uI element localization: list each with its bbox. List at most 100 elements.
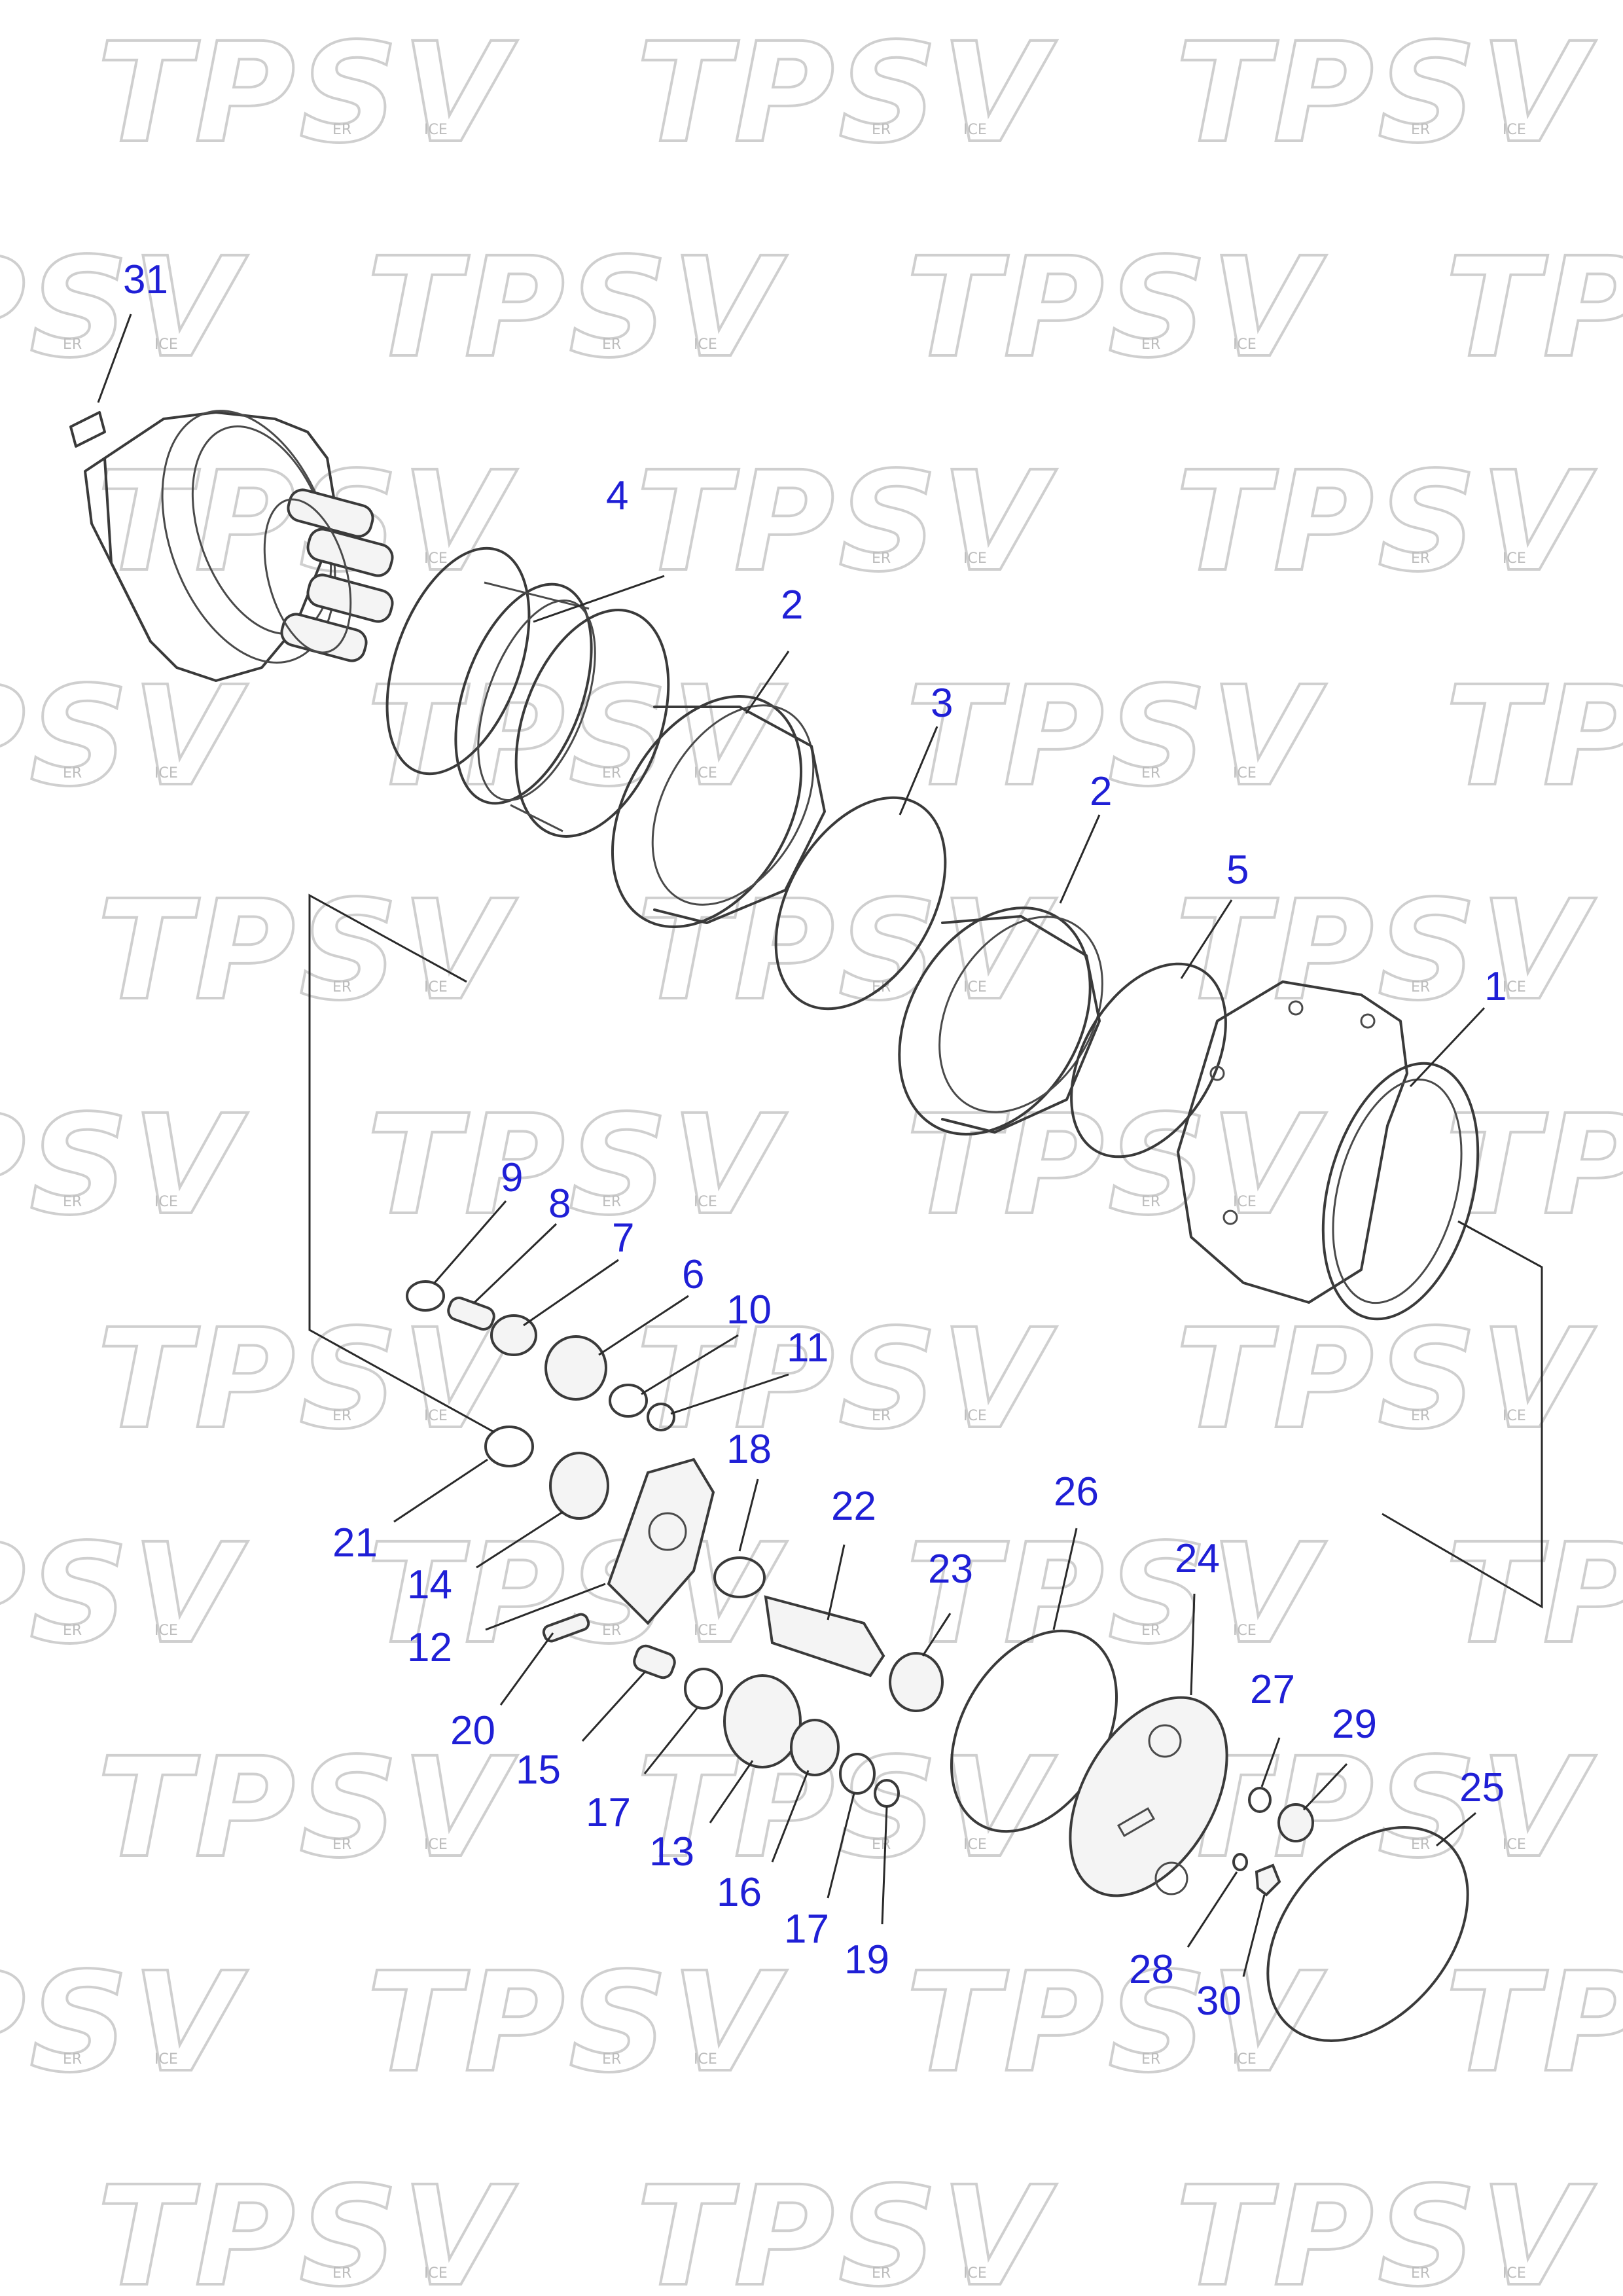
callout-22: 22 bbox=[831, 1484, 876, 1529]
part-10-washer bbox=[609, 1384, 648, 1418]
watermark-brand: TPSV bbox=[906, 1085, 1327, 1246]
part-2-bearing-upper bbox=[611, 694, 826, 929]
watermark-small-right: ICE bbox=[1233, 336, 1257, 353]
watermark-small-right: ICE bbox=[694, 336, 717, 353]
part-5-snap-ring bbox=[1070, 962, 1227, 1158]
watermark-small-right: ICE bbox=[424, 2265, 448, 2282]
part-6-gear bbox=[544, 1335, 607, 1401]
watermark-brand: TPSV bbox=[366, 228, 787, 388]
callout-27: 27 bbox=[1250, 1667, 1295, 1712]
part-4-seal-group bbox=[385, 547, 670, 838]
watermark-brand: TPSV bbox=[906, 656, 1327, 817]
watermark-brand: TPSV bbox=[1175, 13, 1596, 173]
watermark-small-right: ICE bbox=[1503, 550, 1526, 567]
watermark-small-left: ER bbox=[872, 1837, 891, 1853]
callout-11: 11 bbox=[787, 1325, 829, 1371]
watermark-small-left: ER bbox=[1141, 1194, 1160, 1210]
callout-29: 29 bbox=[1332, 1702, 1377, 1747]
part-24-cover bbox=[1069, 1696, 1228, 1897]
callout-28: 28 bbox=[1129, 1947, 1174, 1992]
watermark-small-right: ICE bbox=[963, 1408, 987, 1424]
callout-1: 1 bbox=[1484, 964, 1507, 1009]
watermark-small-right: ICE bbox=[963, 550, 987, 567]
watermark-small-right: ICE bbox=[1233, 1623, 1257, 1639]
watermark-small-left: ER bbox=[332, 122, 351, 138]
watermark-small-right: ICE bbox=[424, 1408, 448, 1424]
callout-2-lower: 2 bbox=[1090, 769, 1112, 814]
watermark-small-right: ICE bbox=[154, 765, 178, 781]
part-22-shaft bbox=[764, 1595, 885, 1677]
watermark-brand: TPSV bbox=[906, 228, 1327, 388]
motor-assembly bbox=[84, 410, 394, 682]
callout-8: 8 bbox=[548, 1181, 571, 1227]
watermark-small-left: ER bbox=[602, 765, 621, 781]
callout-31: 31 bbox=[123, 257, 168, 302]
watermark-small-left: ER bbox=[332, 1837, 351, 1853]
watermark-brand: TPSV bbox=[366, 1085, 787, 1246]
callout-17-lower: 17 bbox=[784, 1907, 829, 1952]
part-31-nameplate bbox=[69, 411, 106, 448]
watermark-small-left: ER bbox=[63, 1194, 82, 1210]
callout-26: 26 bbox=[1054, 1469, 1099, 1515]
part-15-pin bbox=[633, 1644, 676, 1679]
watermark-brand: TPSV bbox=[906, 1514, 1327, 1674]
watermark-small-left: ER bbox=[872, 1408, 891, 1424]
watermark-small-right: ICE bbox=[1233, 2051, 1257, 2068]
part-9-washer bbox=[406, 1280, 445, 1312]
watermark-small-left: ER bbox=[1411, 979, 1430, 996]
watermark-brand: TPSV bbox=[0, 228, 248, 388]
part-16-bearing bbox=[790, 1719, 840, 1776]
watermark-small-right: ICE bbox=[424, 550, 448, 567]
watermark-small-left: ER bbox=[63, 765, 82, 781]
callout-21: 21 bbox=[332, 1520, 378, 1566]
callout-23: 23 bbox=[928, 1547, 973, 1592]
part-18-snap-ring bbox=[713, 1556, 766, 1598]
watermark-brand: TPSV bbox=[636, 13, 1057, 173]
watermark-small-left: ER bbox=[1141, 336, 1160, 353]
leader-lines bbox=[97, 314, 1486, 1977]
assembly-lines bbox=[308, 893, 1543, 1609]
part-20-pin bbox=[542, 1613, 590, 1643]
watermark-small-left: ER bbox=[63, 1623, 82, 1639]
watermark-small-left: ER bbox=[872, 122, 891, 138]
watermark-small-right: ICE bbox=[694, 765, 717, 781]
watermark-brand: TPSV bbox=[97, 13, 518, 173]
callout-19: 19 bbox=[844, 1937, 889, 1982]
watermark-brand: TPSV bbox=[636, 1728, 1057, 1888]
watermark-brand: TPSV bbox=[0, 1514, 248, 1674]
watermark-small-right: ICE bbox=[1503, 2265, 1526, 2282]
watermark-small-right: ICE bbox=[424, 122, 448, 138]
watermark-brand: TPSV bbox=[636, 2157, 1057, 2296]
watermark-brand: TPSV bbox=[366, 1943, 787, 2103]
watermark-small-right: ICE bbox=[694, 2051, 717, 2068]
watermark-small-right: ICE bbox=[1503, 122, 1526, 138]
part-8-pin bbox=[447, 1296, 495, 1331]
watermark-small-right: ICE bbox=[154, 1623, 178, 1639]
part-30-plug bbox=[1255, 1863, 1281, 1897]
watermark-brand: TPSV bbox=[1445, 656, 1623, 817]
watermark-brand: TPSV bbox=[1175, 1728, 1596, 1888]
watermark-small-right: ICE bbox=[1503, 979, 1526, 996]
callout-9: 9 bbox=[501, 1155, 523, 1200]
watermark-small-left: ER bbox=[332, 1408, 351, 1424]
callout-30: 30 bbox=[1196, 1979, 1241, 2024]
watermark-small-left: ER bbox=[1141, 765, 1160, 781]
part-13-gear bbox=[723, 1674, 802, 1768]
watermark-brand: TPSV bbox=[1175, 1299, 1596, 1460]
callout-18: 18 bbox=[726, 1427, 772, 1472]
part-27-plug bbox=[1248, 1787, 1272, 1813]
watermark-brand: TPSV bbox=[1445, 1514, 1623, 1674]
watermark-small-right: ICE bbox=[424, 1837, 448, 1853]
part-17-washer-upper bbox=[684, 1668, 723, 1710]
callout-14: 14 bbox=[407, 1562, 452, 1607]
watermark-small-right: ICE bbox=[963, 2265, 987, 2282]
part-29-plug bbox=[1277, 1803, 1314, 1842]
watermark-brand: TPSV bbox=[97, 870, 518, 1031]
watermark-small-left: ER bbox=[1141, 1623, 1160, 1639]
part-11-snap-ring bbox=[647, 1403, 675, 1431]
part-17-washer-lower bbox=[839, 1753, 876, 1795]
watermark-brand: TPSV bbox=[1445, 1943, 1623, 2103]
part-3-snap-ring bbox=[774, 796, 947, 1011]
callout-5: 5 bbox=[1226, 848, 1249, 893]
